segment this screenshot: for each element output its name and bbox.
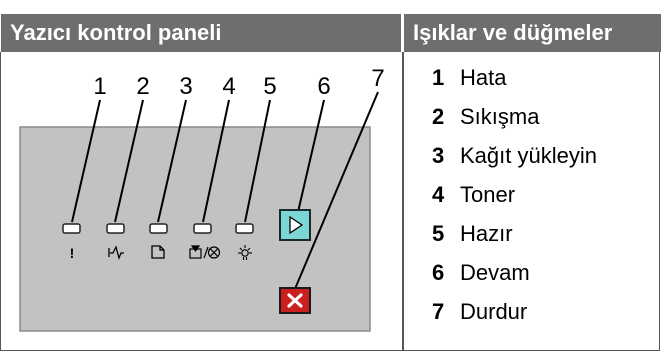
- stop-button[interactable]: [279, 287, 311, 314]
- led-load-paper: [149, 223, 168, 234]
- toner-icon: [189, 245, 221, 259]
- list-item-number: 4: [432, 182, 445, 207]
- callout-4: 4: [222, 73, 235, 100]
- list-item: 2 Sıkışma: [432, 104, 597, 143]
- play-icon: [289, 215, 304, 235]
- led-ready: [235, 223, 254, 234]
- header-gap: [402, 14, 404, 52]
- callout-6: 6: [317, 73, 330, 100]
- printer-panel-illustration: 1 2 3 4 5 6 7: [0, 52, 402, 351]
- list-item-label: Hata: [460, 65, 507, 90]
- leader-line-5: [244, 99, 271, 223]
- list-item-number: 1: [432, 65, 445, 90]
- leader-line-1: [71, 99, 101, 223]
- list-item: 4 Toner: [432, 182, 597, 221]
- list-item: 1 Hata: [432, 65, 597, 104]
- list-item-number: 3: [432, 143, 445, 168]
- x-icon: [287, 293, 303, 308]
- list-item-label: Kağıt yükleyin: [460, 143, 597, 168]
- list-item: 5 Hazır: [432, 221, 597, 260]
- list-item-label: Sıkışma: [460, 104, 540, 129]
- leader-line-7: [291, 91, 379, 297]
- list-item-number: 7: [432, 299, 445, 324]
- column-header-panel: Yazıcı kontrol paneli: [1, 14, 401, 52]
- callout-7: 7: [371, 65, 384, 92]
- callout-1: 1: [93, 73, 106, 100]
- leader-line-3: [157, 99, 187, 223]
- list-item-number: 6: [432, 260, 445, 285]
- sun-icon: [238, 245, 252, 260]
- list-item: 7 Durdur: [432, 299, 597, 338]
- column-header-lights: Işıklar ve düğmeler: [403, 14, 661, 52]
- list-item-label: Toner: [460, 182, 516, 207]
- list-item-label: Hazır: [460, 221, 513, 246]
- callout-3: 3: [179, 73, 192, 100]
- list-item-label: Durdur: [460, 299, 528, 324]
- list-item: 6 Devam: [432, 260, 597, 299]
- list-item: 3 Kağıt yükleyin: [432, 143, 597, 182]
- svg-text:!: !: [70, 245, 75, 261]
- leader-line-4: [202, 99, 230, 223]
- list-item-label: Devam: [460, 260, 530, 285]
- list-item-number: 5: [432, 221, 445, 246]
- led-jam: [106, 223, 125, 234]
- led-error: [62, 223, 81, 234]
- leader-line-6: [297, 99, 325, 213]
- callout-2: 2: [136, 73, 149, 100]
- list-item-number: 2: [432, 104, 445, 129]
- paper-jam-icon: [108, 245, 124, 261]
- leader-line-2: [114, 99, 144, 223]
- exclamation-icon: !: [70, 245, 75, 261]
- column-divider: [402, 14, 404, 351]
- callout-5: 5: [263, 73, 276, 100]
- continue-button[interactable]: [279, 209, 311, 241]
- led-toner: [193, 223, 212, 234]
- paper-icon: [151, 245, 165, 259]
